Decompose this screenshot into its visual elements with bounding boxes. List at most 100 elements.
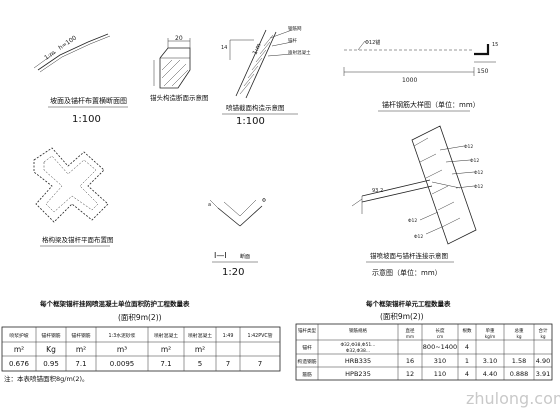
left-value-cell: 0.676 xyxy=(9,360,30,368)
right-row-weight3: 4.90 xyxy=(536,357,550,365)
right-table-subtitle: (面积9m(2)) xyxy=(380,311,424,321)
slope-section-drawing: 1:m h=100 坡面及锚杆布置横断面图 1:100 xyxy=(33,33,128,125)
anchor-bar-length: 1000 xyxy=(402,77,417,84)
left-header-cell: 1:42PVC管 xyxy=(247,332,272,339)
right-header-unit: mm xyxy=(406,334,414,339)
right-row-weight3: 3.91 xyxy=(536,370,550,378)
right-header-cell: 合计 xyxy=(539,327,548,334)
connection-label-3: Φ12 xyxy=(474,170,483,176)
shotcrete-slope-label: 1:m xyxy=(251,42,262,56)
connection-label-1: Φ12 xyxy=(464,144,473,150)
right-header-unit: cm xyxy=(437,334,443,339)
anchor-head-caption: 锚头构造断面示意图 xyxy=(150,93,209,102)
right-row-weight1: 3.10 xyxy=(483,357,497,365)
anchor-bar-label: Φ12锚 xyxy=(365,39,380,46)
left-value-cell: 7.1 xyxy=(75,360,86,368)
anchor-bar-hook-dim: 15 xyxy=(492,42,498,48)
left-table-note: 注：本表喷锚面积8g/m(2)。 xyxy=(4,374,89,383)
left-unit-cell: m² xyxy=(161,345,171,354)
left-header-cell: 喷射混凝土 xyxy=(154,332,178,339)
right-header-cell: 根数 xyxy=(463,327,472,334)
connection-angle: 93.2 xyxy=(372,188,383,194)
right-header-cell: 总重 xyxy=(515,327,524,334)
section-label-phi: Φ xyxy=(262,198,266,204)
right-header-unit: kg xyxy=(516,334,521,339)
anchor-bar-hook-length: 150 xyxy=(477,68,489,75)
left-header-cell: 1:3水泥砂浆 xyxy=(109,332,136,339)
right-row-spec: HRB335 xyxy=(345,357,371,365)
section-scale: 1:20 xyxy=(222,267,244,278)
section-I-drawing: a Φ I—I 断面 1:20 xyxy=(208,198,266,278)
left-table-cells: 喷浆护坡 锚杆钢筋 锚杆钢筋 1:3水泥砂浆 喷射混凝土 喷射混凝土 1:49 1:42PVC… xyxy=(9,332,273,368)
left-header-cell: 喷射混凝土 xyxy=(188,332,212,339)
lattice-plan-caption: 格构梁及锚杆平面布置图 xyxy=(42,235,114,244)
right-row-spec: Φ32,Φ38,Φ51... xyxy=(341,342,376,348)
left-header-cell: 锚杆钢筋 xyxy=(41,332,60,339)
lattice-plan-drawing: 格构梁及锚杆平面布置图 xyxy=(33,147,114,247)
connection-caption: 锚喷坡面与锚杆连接示意图 xyxy=(370,251,448,260)
right-header-unit: kg xyxy=(540,334,545,339)
connection-scale: 示意图（单位：mm） xyxy=(372,268,442,277)
right-row-length: 800~1400 xyxy=(423,343,457,351)
right-row-name: 箍筋 xyxy=(302,371,312,378)
slope-section-scale: 1:100 xyxy=(72,114,101,125)
right-row-spec2: Φ32,Φ38... xyxy=(346,348,370,354)
right-header-cell: 直径 xyxy=(406,327,415,334)
anchor-bar-caption: 锚杆钢筋大样图（单位：mm） xyxy=(382,100,480,109)
connection-label-4: Φ12 xyxy=(474,184,483,190)
section-title: I—I xyxy=(214,251,227,260)
left-table-subtitle: (面积9m(2)) xyxy=(118,312,162,322)
right-header-cell: 锚杆类型 xyxy=(298,327,316,334)
right-header-cell: 单重 xyxy=(486,327,495,334)
anchor-head-dim: 20 xyxy=(175,35,183,42)
left-unit-cell: m² xyxy=(14,345,24,354)
right-quantity-table: 每个框架锚杆单元工程数量表 (面积9m(2)) xyxy=(295,299,553,381)
left-header-cell: 锚杆钢筋 xyxy=(71,332,90,339)
slope-section-caption: 坡面及锚杆布置横断面图 xyxy=(50,96,127,105)
right-row-weight2: 1.58 xyxy=(512,357,526,365)
slope-height-label: h=100 xyxy=(57,34,78,51)
right-row-diameter: 12 xyxy=(406,370,414,378)
connection-label-6: Φ12 xyxy=(414,234,423,240)
anchor-head-drawing: 20 锚头构造断面示意图 xyxy=(150,35,209,102)
section-label-a: a xyxy=(208,202,211,208)
right-row-name: 锚杆 xyxy=(302,344,312,351)
right-row-count: 4 xyxy=(465,343,469,351)
left-unit-cell: Kg xyxy=(46,345,56,354)
right-row-length: 310 xyxy=(434,357,446,365)
shotcrete-side-dim: 14 xyxy=(221,45,227,51)
left-quantity-table: 每个框架锚杆挂网喷混凝土单位面积防护工程数量表 (面积9m(2)) xyxy=(1,299,281,372)
shotcrete-section-drawing: 钢筋网 锚杆 喷射混凝土 1:m 14 喷锚截面构造示意图 1:100 xyxy=(221,25,311,127)
anchor-bar-drawing: Φ12锚 1000 150 15 锚杆钢筋大样图（单位：mm） xyxy=(343,39,498,112)
right-row-diameter: 16 xyxy=(406,357,414,365)
right-table-title: 每个框架锚杆单元工程数量表 xyxy=(366,299,451,308)
right-header-cell: 长度 xyxy=(436,327,445,334)
left-value-cell: 7 xyxy=(226,360,230,368)
section-note: 断面 xyxy=(240,253,250,260)
right-row-length: 110 xyxy=(434,370,446,378)
left-header-cell: 喷浆护坡 xyxy=(9,332,28,339)
left-unit-cell: m³ xyxy=(117,345,127,354)
shotcrete-label-2: 锚杆 xyxy=(288,37,297,44)
left-unit-cell: m² xyxy=(76,345,86,354)
shotcrete-caption: 喷锚截面构造示意图 xyxy=(226,103,285,112)
shotcrete-label-1: 钢筋网 xyxy=(288,25,302,32)
right-row-weight2: 0.888 xyxy=(510,370,529,378)
left-header-cell: 1:49 xyxy=(223,333,234,339)
shotcrete-label-3: 喷射混凝土 xyxy=(288,49,311,56)
right-row-spec: HPB235 xyxy=(345,370,371,378)
watermark: zhulong.com xyxy=(466,389,560,408)
right-row-weight1: 4.40 xyxy=(483,370,497,378)
right-header-cell: 钢筋规格 xyxy=(349,327,367,334)
left-value-cell: 0.95 xyxy=(43,360,59,368)
left-value-cell: 0.0095 xyxy=(110,360,135,368)
right-row-count: 4 xyxy=(465,370,469,378)
left-value-cell: 5 xyxy=(198,360,202,368)
connection-label-5: Φ12 xyxy=(408,218,417,224)
right-row-count: 1 xyxy=(465,357,469,365)
left-table-title: 每个框架锚杆挂网喷混凝土单位面积防护工程数量表 xyxy=(40,299,190,308)
slope-ratio-label: 1:m xyxy=(43,49,57,61)
left-value-cell: 7.1 xyxy=(160,360,171,368)
